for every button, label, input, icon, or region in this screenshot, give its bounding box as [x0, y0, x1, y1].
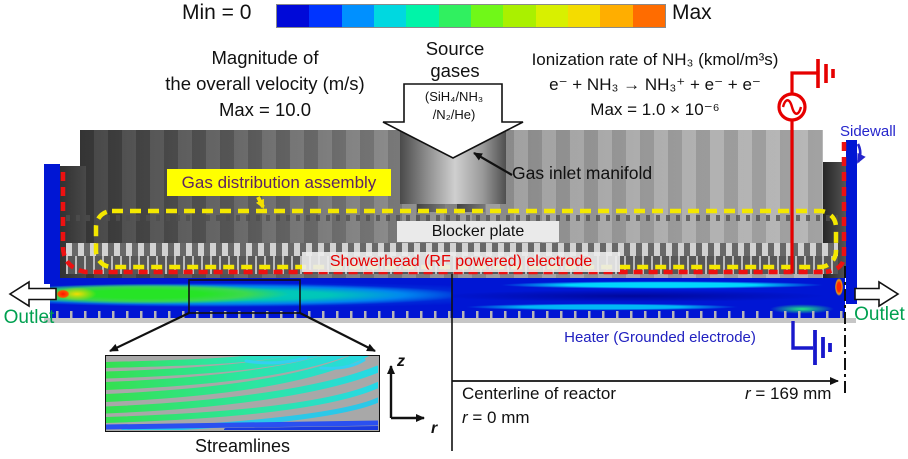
r0-variable: r — [462, 408, 468, 427]
z-axis-label: z — [397, 353, 405, 370]
colorbar — [276, 4, 666, 28]
streamlines-label: Streamlines — [194, 436, 291, 456]
colorbar-segment — [535, 5, 568, 27]
heater-label: Heater (Grounded electrode) — [564, 329, 756, 346]
r169-variable: r — [745, 384, 751, 403]
source-gases-line1: Source — [425, 38, 485, 59]
streamlines-inset — [102, 346, 382, 433]
colorbar-max-label: Max — [672, 1, 712, 24]
gas-inlet-manifold-label: Gas inlet manifold — [512, 163, 653, 183]
showerhead-electrode-label: Showerhead (RF powered) electrode — [302, 252, 620, 272]
outlet-right-label: Outlet — [854, 304, 905, 325]
centerline-label: Centerline of reactor — [462, 384, 617, 403]
colorbar-segment — [438, 5, 471, 27]
manifold-foot — [417, 204, 445, 212]
r-axis-label: r — [431, 420, 438, 437]
ionization-caption-line3: Max = 1.0 × 10⁻⁶ — [590, 100, 720, 119]
r0-label: r = 0 mm — [462, 408, 530, 428]
r169-label: r = 169 mm — [745, 384, 831, 404]
outlet-left-label: Outlet — [3, 307, 55, 328]
sidewall-arrow — [856, 143, 866, 164]
colorbar-segment — [470, 5, 504, 27]
r0-value: = 0 mm — [467, 408, 530, 427]
colorbar-segment — [309, 5, 342, 27]
source-gases-formula-line1: (SiH₄/NH₃ — [424, 89, 484, 104]
manifold-foot — [457, 204, 485, 212]
right-sidewall-region — [846, 140, 857, 304]
colorbar-segment — [341, 5, 374, 27]
velocity-caption-line3: Max = 10.0 — [218, 99, 312, 120]
source-gases-caption: Source gases — [395, 38, 515, 82]
coordinate-axes — [387, 365, 425, 422]
chamber-bottom-wall — [44, 318, 856, 323]
colorbar-segment — [600, 5, 633, 27]
ionization-caption: Ionization rate of NH₃ (kmol/m³s) e⁻ + N… — [505, 47, 805, 122]
source-gases-line2: gases — [430, 60, 480, 81]
heater-ground-icon — [813, 330, 832, 365]
gas-distribution-assembly-label: Gas distribution assembly — [167, 169, 391, 196]
sidewall-label: Sidewall — [840, 123, 896, 140]
ionization-caption-line1: Ionization rate of NH₃ (kmol/m³s) — [531, 50, 779, 69]
blocker-plate-label: Blocker plate — [397, 221, 559, 242]
velocity-caption-line1: Magnitude of — [211, 47, 319, 68]
colorbar-segment — [373, 5, 407, 27]
ionization-caption-line2: e⁻ + NH₃ → NH₃⁺ + e⁻ + e⁻ — [549, 75, 761, 94]
rf-ground-icon — [816, 59, 835, 88]
colorbar-segment — [567, 5, 601, 27]
colorbar-min-label: Min = 0 — [182, 1, 252, 24]
heater-surface-ticks — [56, 311, 846, 320]
gas-inlet-manifold — [400, 128, 506, 204]
colorbar-segment — [503, 5, 536, 27]
source-gases-formula: (SiH₄/NH₃ /N₂/He) — [398, 88, 510, 124]
colorbar-segment — [632, 5, 665, 27]
source-gases-formula-line2: /N₂/He) — [432, 107, 476, 122]
streamlines-plot — [102, 346, 382, 433]
colorbar-segment — [406, 5, 439, 27]
velocity-caption: Magnitude of the overall velocity (m/s) … — [120, 45, 410, 123]
velocity-caption-line2: the overall velocity (m/s) — [165, 73, 365, 94]
heater-ground-circuit — [791, 321, 832, 365]
colorbar-segment — [277, 5, 310, 27]
outlet-right-arrow — [854, 280, 900, 308]
r169-value: = 169 mm — [750, 384, 832, 403]
left-sidewall-region — [44, 164, 60, 284]
